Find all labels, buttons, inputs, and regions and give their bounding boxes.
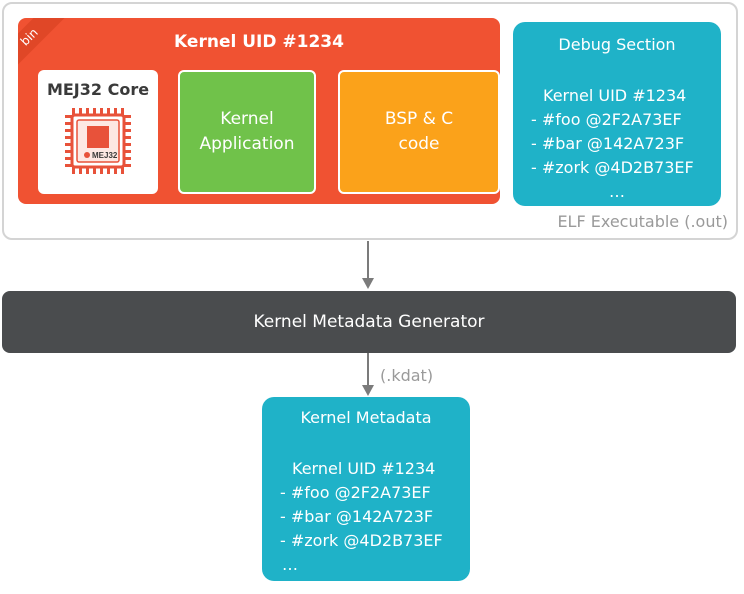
bsp-line-2: code <box>398 134 440 154</box>
kernel-metadata-box: Kernel Metadata Kernel UID #1234 - #foo … <box>262 397 470 581</box>
metadata-entry-zork: - #zork @4D2B73EF <box>280 531 443 550</box>
metadata-ellipsis: … <box>282 555 298 574</box>
chip-brand-text: MEJ32 <box>92 151 118 160</box>
arrow-head-top <box>362 278 374 289</box>
debug-entry-zork: - #zork @4D2B73EF <box>531 158 694 177</box>
core-card: MEJ32 Core MEJ32 <box>38 70 158 194</box>
debug-entry-foo: - #foo @2F2A73EF <box>531 110 682 129</box>
arrow-shaft-top <box>367 241 369 279</box>
kernel-application-block: Kernel Application <box>178 70 316 194</box>
metadata-entry-bar: - #bar @142A723F <box>280 507 434 526</box>
generator-label: Kernel Metadata Generator <box>253 312 485 332</box>
elf-executable-label: ELF Executable (.out) <box>557 212 728 231</box>
debug-title: Debug Section <box>558 35 676 54</box>
arrow-shaft-bottom <box>367 353 369 386</box>
bsp-line-1: BSP & C <box>384 109 454 130</box>
chip-icon: MEJ32 <box>65 108 131 174</box>
debug-entry-bar: - #bar @142A723F <box>531 134 685 153</box>
metadata-uid-line: Kernel UID #1234 <box>292 459 436 478</box>
kernel-block: bin Kernel UID #1234 MEJ32 Core <box>18 18 500 204</box>
core-label: MEJ32 Core <box>46 80 150 99</box>
application-line-1: Kernel <box>220 109 274 130</box>
arrow-head-bottom <box>362 385 374 396</box>
debug-section: Debug Section Kernel UID #1234 - #foo @2… <box>513 22 721 206</box>
debug-ellipsis: … <box>609 182 625 201</box>
bsp-block: BSP & C code <box>338 70 500 194</box>
application-line-2: Application <box>199 134 295 154</box>
kernel-title: Kernel UID #1234 <box>174 32 344 52</box>
metadata-title: Kernel Metadata <box>300 408 432 427</box>
kdat-label: (.kdat) <box>380 366 434 385</box>
metadata-entry-foo: - #foo @2F2A73EF <box>280 483 431 502</box>
metadata-generator-bar: Kernel Metadata Generator <box>2 291 736 353</box>
debug-uid-line: Kernel UID #1234 <box>543 86 687 105</box>
